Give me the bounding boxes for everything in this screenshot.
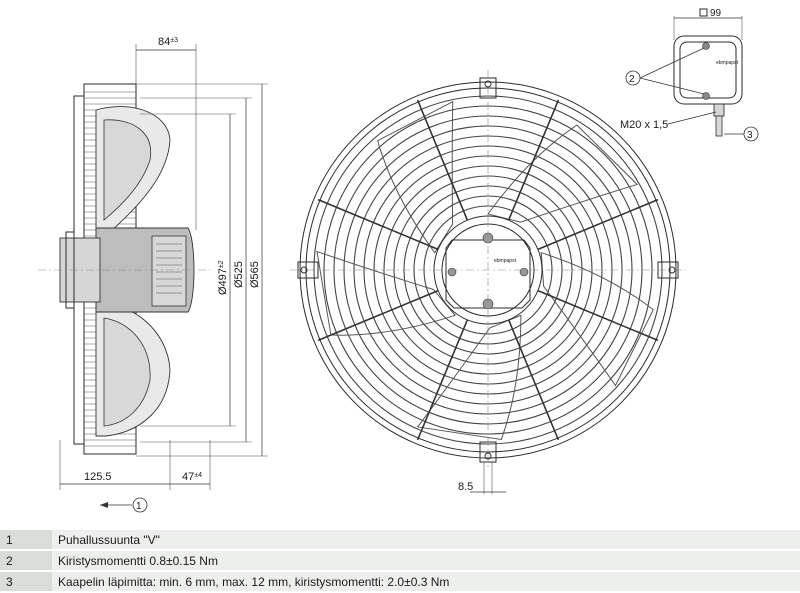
legend-row: 1 Puhallussuunta "V" (0, 530, 800, 551)
fan-blade-outline (487, 124, 639, 223)
dim-47-label: 47±4 (182, 471, 202, 483)
hub-brand-label: ebmpapst (494, 258, 517, 264)
grille-spoke (317, 198, 439, 251)
fan-blade-outline (540, 251, 654, 387)
terminal-box-detail (625, 8, 759, 142)
grille-spoke (537, 198, 659, 251)
dim-497-label: Ø497±2 (217, 260, 229, 295)
side-view (38, 44, 268, 513)
callout-3-label: 3 (747, 130, 753, 141)
legend-row: 3 Kaapelin läpimitta: min. 6 mm, max. 12… (0, 571, 800, 593)
legend-number: 2 (0, 550, 52, 572)
legend-text: Kaapelin läpimitta: min. 6 mm, max. 12 m… (52, 571, 800, 593)
grille-spoke (537, 289, 659, 342)
fan-technical-drawing: 84±3 Ø497±2 Ø525 Ø565 125.5 47±4 1 (38, 8, 759, 513)
fan-blade-outline (377, 100, 454, 254)
dim-99-label: 99 (710, 8, 722, 19)
dim-84-label: 84±3 (158, 36, 178, 48)
legend-text: Puhallussuunta "V" (52, 530, 800, 551)
grille-spoke (416, 99, 469, 221)
front-view (290, 70, 686, 494)
legend-row: 2 Kiristysmomentti 0.8±0.15 Nm (0, 550, 800, 572)
dim-8-5-label: 8.5 (458, 481, 473, 493)
dim-565-label: Ø565 (249, 261, 261, 288)
grille-spoke (507, 99, 560, 221)
legend-number: 3 (0, 571, 52, 593)
callout-2-label: 2 (629, 74, 635, 85)
fan-blade-outline (316, 250, 456, 336)
legend-number: 1 (0, 530, 52, 551)
legend-table: 1 Puhallussuunta "V" 2 Kiristysmomentti … (0, 530, 800, 593)
dim-125-label: 125.5 (84, 471, 112, 483)
grille-spoke (507, 319, 560, 441)
callout-1-label: 1 (136, 501, 142, 512)
legend-text: Kiristysmomentti 0.8±0.15 Nm (52, 550, 800, 572)
grille-spoke (416, 319, 469, 441)
box-brand-label: ebmpapst (716, 60, 739, 66)
thread-label: M20 x 1,5 (620, 119, 668, 131)
dim-525-label: Ø525 (233, 261, 245, 288)
grille-spoke (317, 289, 439, 342)
fan-blade-outline (416, 314, 522, 441)
